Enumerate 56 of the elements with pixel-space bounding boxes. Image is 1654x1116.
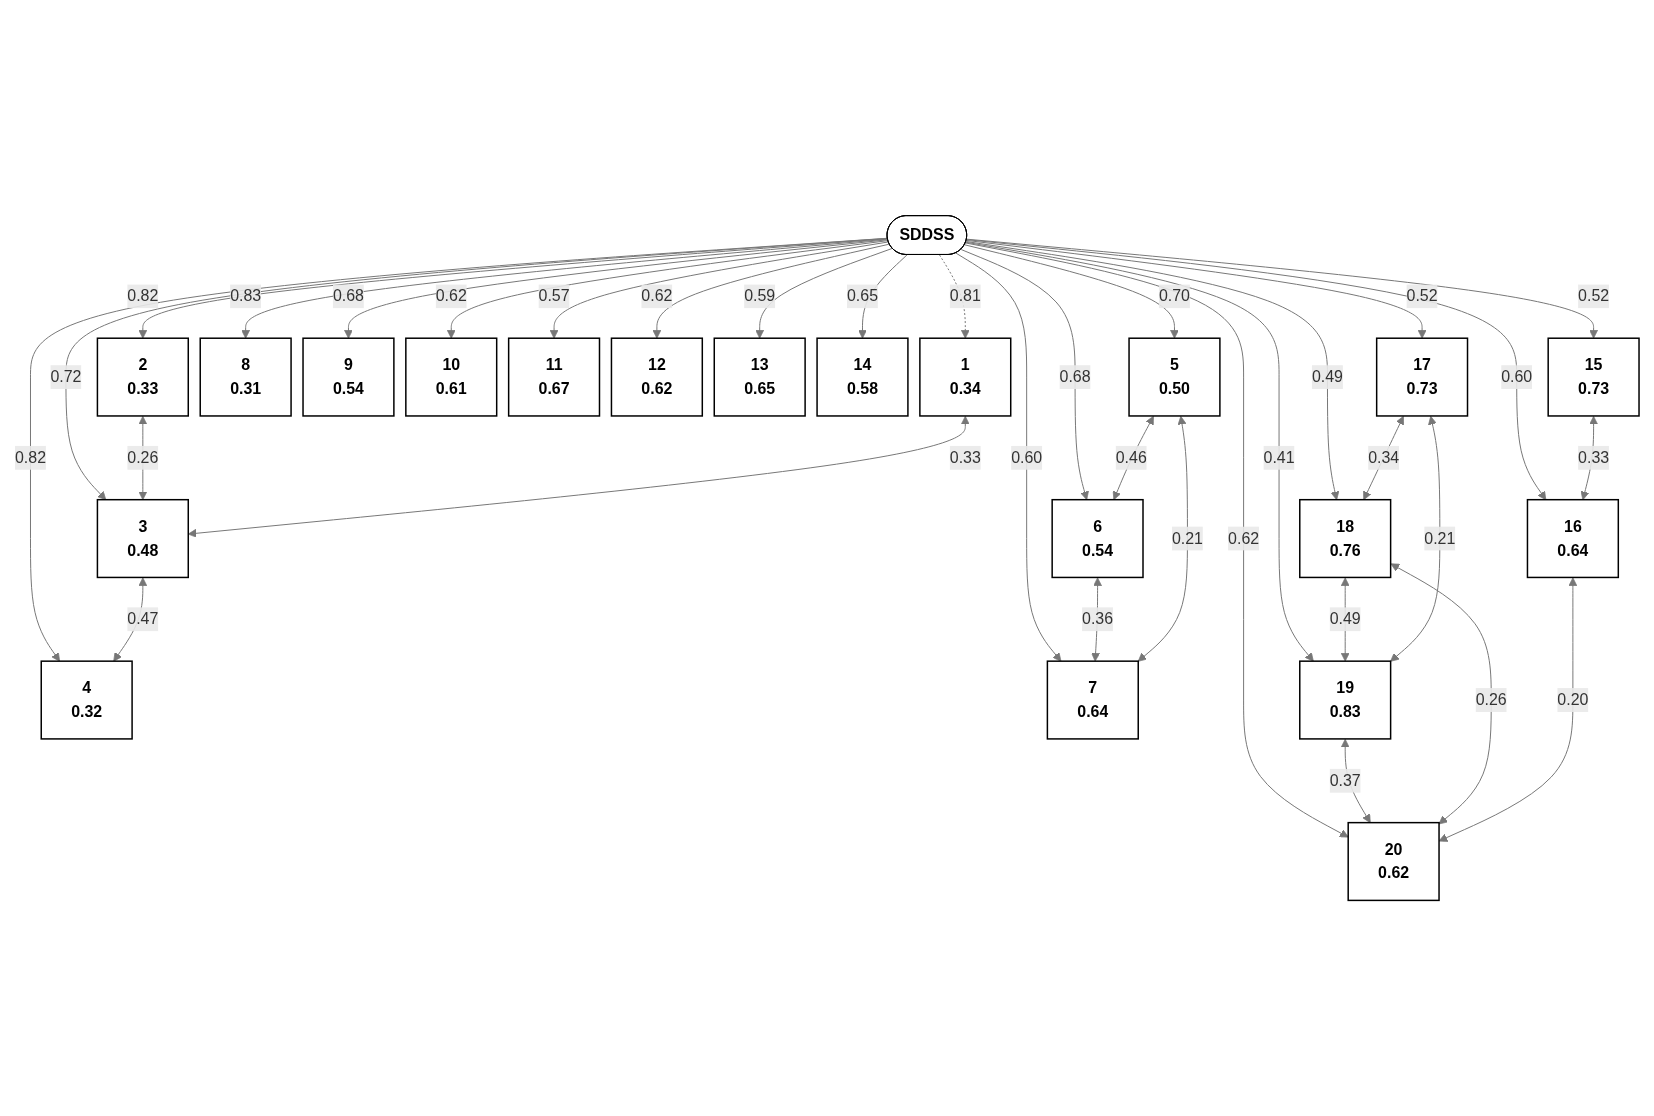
edge-label: 0.62	[435, 287, 467, 305]
edge-label: 0.70	[1158, 287, 1190, 305]
edge-label: 0.52	[1406, 287, 1438, 305]
node-box: 4 0.32	[40, 660, 133, 740]
edge-label: 0.21	[1171, 529, 1203, 547]
node-box: 12 0.62	[610, 337, 704, 417]
node-box: 6 0.54	[1051, 498, 1144, 579]
edge-label: 0.47	[127, 610, 159, 628]
edge-label: 0.20	[1557, 691, 1589, 709]
edge-label: 0.41	[1263, 448, 1295, 466]
edge-label: 0.33	[1578, 448, 1610, 466]
edge-label: 0.34	[1368, 448, 1400, 466]
edge-label: 0.49	[1311, 368, 1343, 386]
node-box: 13 0.65	[713, 337, 806, 417]
edge-label: 0.60	[1011, 448, 1043, 466]
node-box: 5 0.50	[1128, 337, 1221, 417]
edge-label: 0.81	[949, 287, 981, 305]
arrow	[964, 244, 1179, 339]
edge-label: 0.83	[230, 287, 262, 305]
node-box: 16 0.64	[1526, 498, 1620, 579]
edge-label: 0.82	[14, 448, 47, 466]
edge-label: 0.57	[538, 287, 570, 305]
node-box: 7 0.64	[1046, 660, 1139, 740]
node-box: 17 0.73	[1375, 337, 1469, 417]
node-box: 11 0.67	[507, 337, 601, 417]
edge-label: 0.62	[1228, 529, 1260, 547]
node-box: 14 0.58	[816, 337, 909, 417]
edge-label: 0.82	[127, 287, 159, 305]
arrow	[1363, 415, 1404, 501]
edge-label: 0.37	[1329, 771, 1361, 789]
node-box: 8 0.31	[199, 337, 292, 417]
node-box: 1 0.34	[919, 337, 1012, 417]
node-box: 9 0.54	[302, 337, 395, 417]
node-box: 15 0.73	[1547, 337, 1640, 417]
node-box: 3 0.48	[96, 498, 189, 579]
edge-label: 0.52	[1578, 287, 1610, 305]
arrow	[966, 238, 1598, 339]
edge-label: 0.33	[949, 448, 981, 466]
edge-label: 0.26	[1475, 691, 1507, 709]
edge-label: 0.62	[641, 287, 673, 305]
edge-label: 0.36	[1082, 610, 1114, 628]
edge-label: 0.26	[127, 448, 159, 466]
edge-label: 0.46	[1115, 448, 1147, 466]
edge-label: 0.68	[1059, 368, 1091, 386]
node-box: 20 0.62	[1347, 821, 1440, 902]
edge-label: 0.59	[744, 287, 776, 305]
node-box: 18 0.76	[1299, 498, 1392, 579]
edge-label: 0.72	[50, 368, 82, 386]
node-box: 19 0.83	[1299, 660, 1392, 740]
node-box: 2 0.33	[96, 337, 189, 417]
edge-label: 0.60	[1501, 368, 1533, 386]
edge-label: 0.21	[1424, 529, 1456, 547]
edge-label: 0.68	[332, 287, 364, 305]
edge-label: 0.49	[1329, 610, 1361, 628]
node-box: 10 0.61	[405, 337, 498, 417]
edge-label: 0.65	[846, 287, 879, 305]
